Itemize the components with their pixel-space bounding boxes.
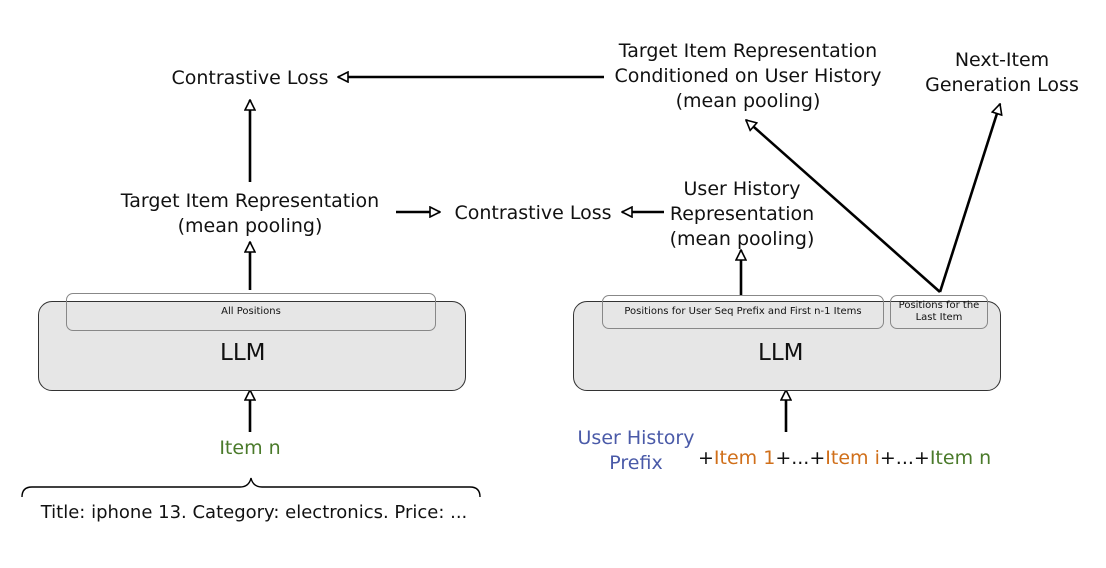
seq-item-i: Item i: [825, 447, 880, 469]
item-text-brace: [21, 477, 481, 498]
llm-box-right: [573, 301, 1001, 391]
seq-plus: +: [698, 447, 714, 469]
contrastive-loss-middle: Contrastive Loss: [454, 202, 612, 224]
seq-item-n: Item n: [929, 447, 992, 469]
seq-plus-ellipsis-1: +...+: [775, 447, 826, 469]
contrastive-loss-top: Contrastive Loss: [171, 67, 329, 89]
llm-label-right: LLM: [758, 340, 804, 366]
llm-label-left: LLM: [220, 340, 266, 366]
item-n-input: Item n: [219, 437, 281, 459]
arrow-last-to-nextitem: [938, 104, 1000, 293]
item-text-description: Title: iphone 13. Category: electronics.…: [40, 502, 468, 523]
user-history-representation: User History Representation (mean poolin…: [669, 178, 815, 250]
all-positions-box: All Positions: [66, 293, 436, 331]
seq-plus-ellipsis-2: +...+: [879, 447, 930, 469]
arrow-last-to-conditioned: [746, 120, 941, 293]
llm-box-left: [38, 301, 466, 391]
item-sequence: +Item 1+...+Item i+...+Item n: [698, 447, 991, 469]
next-item-generation-loss: Next-Item Generation Loss: [925, 49, 1079, 96]
user-history-prefix: User History Prefix: [577, 427, 695, 474]
target-item-conditioned-representation: Target Item Representation Conditioned o…: [614, 40, 882, 112]
positions-last-item-box: Positions for the Last Item: [890, 295, 988, 329]
target-item-representation: Target Item Representation (mean pooling…: [120, 190, 380, 237]
positions-prefix-box: Positions for User Seq Prefix and First …: [602, 295, 884, 329]
seq-item-1: Item 1: [713, 447, 776, 469]
